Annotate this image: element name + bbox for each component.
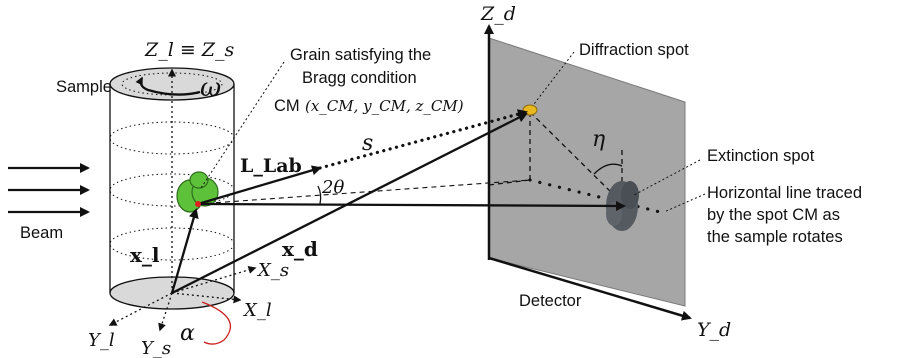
s-label: s	[362, 131, 373, 156]
omega-rotation-arrow	[135, 76, 201, 96]
grain-label-line2: Bragg condition	[302, 69, 417, 87]
yd-label: Y_d	[697, 319, 731, 341]
alpha-arc	[201, 301, 232, 345]
s-scattered-line	[318, 109, 528, 170]
cm-coordinates: (x_CM, y_CM, z_CM)	[305, 97, 464, 115]
yl-axis	[108, 292, 173, 326]
ys-label: Y_s	[141, 338, 171, 358]
horizontal-trace-line	[528, 178, 662, 214]
projection-dashed-line	[197, 179, 531, 205]
sample-label: Sample	[56, 78, 112, 96]
detector-dashed-line	[488, 179, 531, 186]
x-l-label: x_l	[130, 243, 160, 267]
two-theta-arc	[317, 185, 322, 205]
beam-label: Beam	[20, 224, 63, 242]
extinction-leader-line	[633, 159, 701, 196]
grain-label-line1: Grain satisfying the	[290, 46, 431, 64]
x-l-vector	[170, 208, 199, 294]
alpha-label: α	[180, 321, 195, 346]
x-d-vector	[171, 112, 528, 295]
detector-label: Detector	[519, 292, 582, 310]
direct-beam-line	[197, 200, 626, 211]
zl-zs-label: Z_l ≡ Z_s	[144, 39, 234, 61]
diffraction-spot-label: Diffraction spot	[579, 41, 689, 59]
detector-y-axis	[488, 256, 692, 321]
diffraction-leader-line	[533, 51, 575, 105]
beam-arrows	[8, 163, 90, 217]
eta-arc	[593, 163, 623, 175]
extinction-spot-label: Extinction spot	[707, 147, 815, 165]
two-theta-label: 2θ	[321, 177, 344, 198]
ys-axis	[158, 292, 173, 332]
eta-label: η	[592, 127, 605, 152]
l-lab-vector	[197, 165, 322, 206]
trace-label-line2: by the spot CM as	[707, 206, 840, 224]
grain-center	[195, 201, 201, 207]
zd-label: Z_d	[480, 3, 516, 25]
detector-dashed-line	[529, 111, 623, 204]
trace-label-line1: Horizontal line traced	[707, 184, 862, 202]
trace-label-line3: the sample rotates	[707, 228, 843, 246]
l-lab-label: L_Lab	[240, 155, 302, 177]
omega-label: ω	[200, 73, 221, 103]
trace-leader-line	[663, 193, 706, 213]
cm-label: CM	[274, 97, 300, 115]
xs-label: X_s	[256, 260, 289, 281]
yl-label: Y_l	[88, 330, 115, 351]
xl-axis	[171, 292, 242, 304]
xl-label: X_l	[242, 300, 272, 321]
x-d-label: x_d	[282, 237, 318, 261]
